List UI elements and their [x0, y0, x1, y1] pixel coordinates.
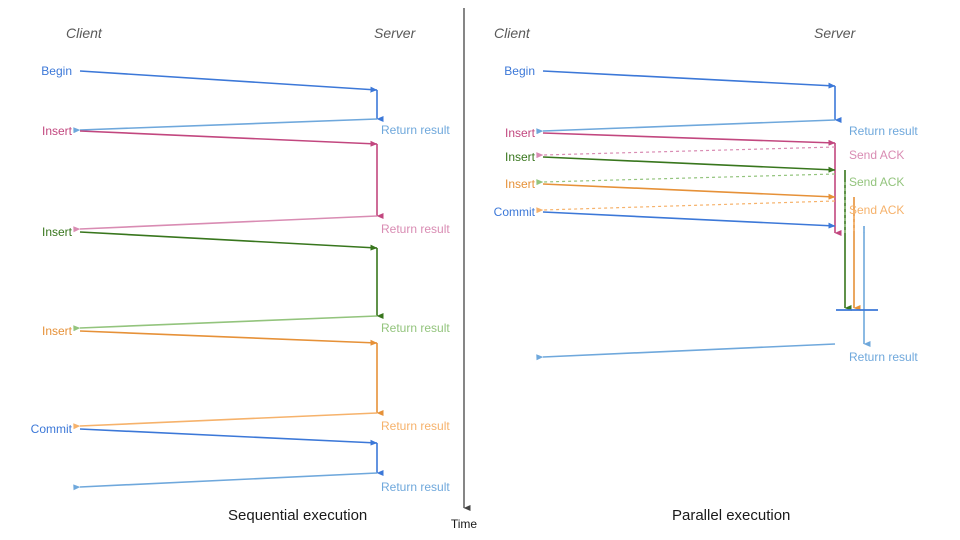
- message-commit-request: [79, 428, 378, 446]
- message-label-insert1-request: Insert: [505, 126, 536, 140]
- message-insert1-ack: [536, 146, 836, 159]
- message-commit-return: [536, 343, 836, 361]
- message-insert2-ack: [536, 173, 836, 186]
- message-label-insert2-return: Return result: [381, 321, 450, 335]
- message-label-insert2-request: Insert: [505, 150, 536, 164]
- message-begin-request: [542, 70, 836, 89]
- message-begin-return: [536, 119, 836, 135]
- message-label-insert1-ack: Send ACK: [849, 148, 904, 162]
- message-label-insert2-request: Insert: [42, 225, 73, 239]
- time-axis-label: Time: [451, 517, 478, 531]
- message-label-commit-request: Commit: [31, 422, 73, 436]
- message-insert3-request: [542, 183, 836, 200]
- message-insert3-return: [73, 412, 378, 430]
- actor-label-server: Server: [374, 25, 417, 41]
- message-label-commit-return: Return result: [381, 480, 450, 494]
- message-label-commit-return: Return result: [849, 350, 918, 364]
- message-begin-return: [73, 118, 378, 134]
- message-label-begin-request: Begin: [41, 64, 72, 78]
- message-label-insert3-request: Insert: [505, 177, 536, 191]
- message-insert1-request: [542, 132, 836, 146]
- message-label-begin-return: Return result: [381, 123, 450, 137]
- panel-caption-parallel: Parallel execution: [672, 507, 790, 524]
- time-axis-layer: Time: [451, 8, 478, 531]
- message-commit-request: [542, 211, 836, 229]
- message-begin-request: [79, 70, 378, 93]
- message-label-begin-return: Return result: [849, 124, 918, 138]
- message-label-insert2-ack: Send ACK: [849, 175, 904, 189]
- message-label-commit-request: Commit: [494, 205, 536, 219]
- message-label-insert3-ack: Send ACK: [849, 203, 904, 217]
- actor-label-client: Client: [494, 25, 531, 41]
- message-insert1-return: [73, 215, 378, 233]
- panel-caption-sequential: Sequential execution: [228, 507, 367, 524]
- message-label-insert3-return: Return result: [381, 419, 450, 433]
- message-commit-return: [73, 472, 378, 491]
- message-insert3-request: [79, 330, 378, 346]
- message-label-begin-request: Begin: [504, 64, 535, 78]
- message-label-insert3-request: Insert: [42, 324, 73, 338]
- message-insert2-request: [79, 231, 378, 251]
- message-label-insert1-return: Return result: [381, 222, 450, 236]
- message-label-insert1-request: Insert: [42, 124, 73, 138]
- message-insert3-ack: [536, 200, 836, 214]
- message-insert2-return: [73, 315, 378, 332]
- message-insert1-request: [79, 130, 378, 147]
- actor-label-server: Server: [814, 25, 857, 41]
- actor-label-client: Client: [66, 25, 103, 41]
- message-insert2-request: [542, 156, 836, 173]
